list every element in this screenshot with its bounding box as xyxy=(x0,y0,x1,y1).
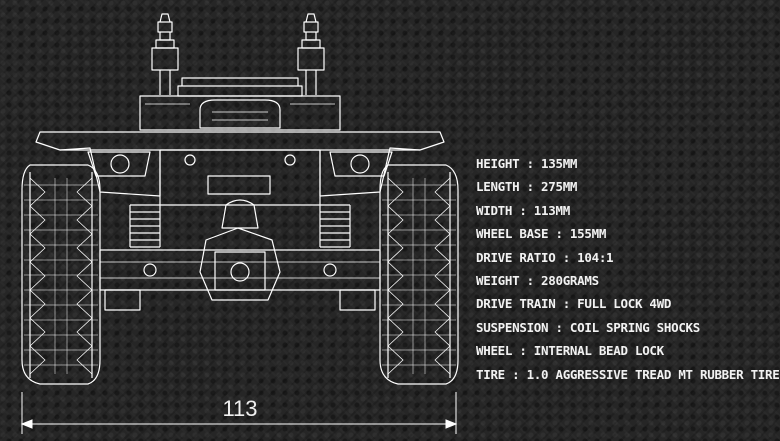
coil-springs xyxy=(129,204,351,248)
spec-drive-ratio: DRIVE RATIO : 104:1 xyxy=(476,249,614,265)
front-bumper xyxy=(35,131,445,206)
chassis xyxy=(139,77,341,131)
spec-wheel-base: WHEEL BASE : 155MM xyxy=(476,226,607,242)
spec-suspension: SUSPENSION : COIL SPRING SHOCKS xyxy=(476,319,700,335)
spec-list: HEIGHT : 135MM LENGTH : 275MM WIDTH : 11… xyxy=(476,152,780,386)
axle-differential xyxy=(99,199,381,311)
spec-weight: WEIGHT : 280GRAMS xyxy=(476,272,599,288)
left-tire xyxy=(21,164,101,385)
spec-width: WIDTH : 113MM xyxy=(476,202,570,218)
spec-wheel: WHEEL : INTERNAL BEAD LOCK xyxy=(476,343,664,359)
width-dimension-line xyxy=(20,392,458,434)
spec-tire: TIRE : 1.0 AGGRESSIVE TREAD MT RUBBER TI… xyxy=(476,366,780,382)
spec-length: LENGTH : 275MM xyxy=(476,179,578,195)
spec-drive-train: DRIVE TRAIN : FULL LOCK 4WD xyxy=(476,296,672,312)
right-tire xyxy=(379,164,459,385)
spec-height: HEIGHT : 135MM xyxy=(476,156,578,171)
shock-towers xyxy=(151,13,325,95)
width-dimension-value: 113 xyxy=(222,396,258,421)
